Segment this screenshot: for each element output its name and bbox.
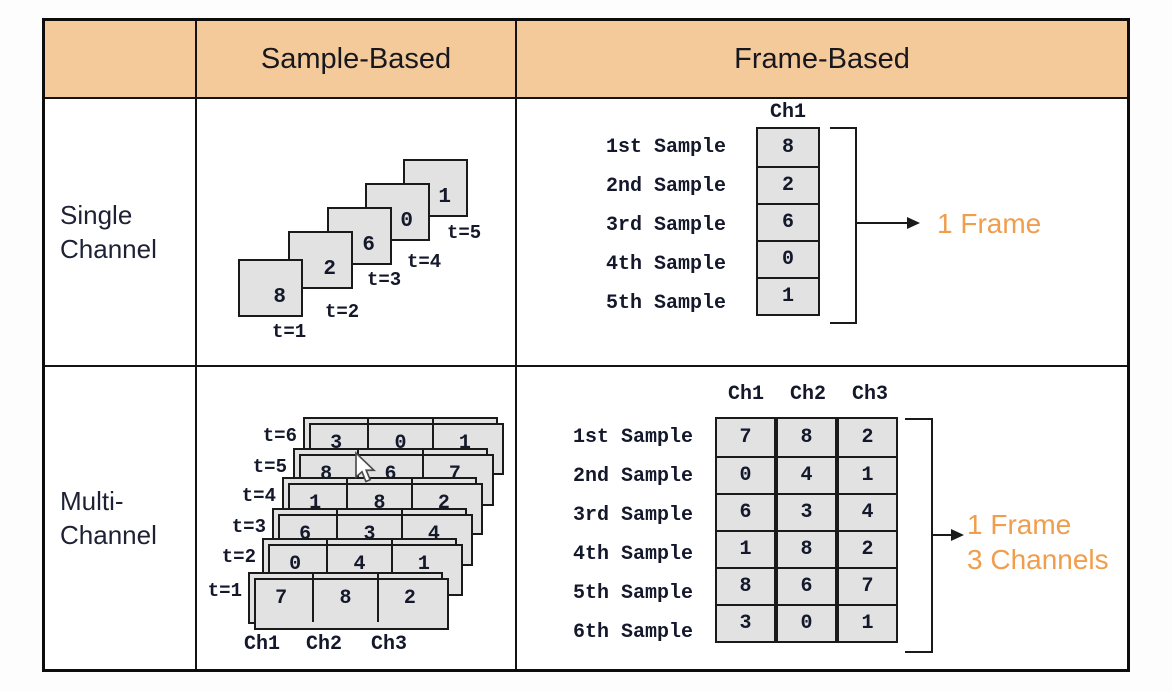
sample-value: 4 — [353, 553, 366, 576]
annotation-line2: 3 Channels — [967, 544, 1109, 575]
channel-header-ch1: Ch1 — [727, 383, 764, 406]
sample-value: 7 — [275, 587, 288, 610]
frame-cell: 1 — [839, 604, 896, 641]
time-label: t=4 — [407, 251, 442, 273]
frame-arrow-head-icon — [907, 217, 920, 229]
sample-row-label: 1st Sample — [572, 426, 693, 449]
header-empty-cell — [45, 21, 197, 99]
frame-based-title: Frame-Based — [734, 42, 910, 75]
channel-label-ch3: Ch3 — [370, 633, 407, 656]
time-label: t=2 — [325, 301, 360, 323]
sample-row-label: 3rd Sample — [605, 214, 726, 237]
frame-cell: 0 — [717, 456, 774, 493]
mouse-cursor-icon — [355, 451, 377, 483]
time-label: t=5 — [447, 222, 482, 244]
frame-annotation: 1 Frame 3 Channels — [967, 507, 1109, 577]
sample-row-label: 5th Sample — [572, 582, 693, 605]
sample-value: 2 — [323, 258, 336, 281]
frame-cell: 2 — [839, 419, 896, 456]
sample-row-label: 2nd Sample — [572, 465, 693, 488]
time-label: t=4 — [241, 485, 276, 507]
sample-row-label: 6th Sample — [572, 621, 693, 644]
sample-row-label: 2nd Sample — [605, 175, 726, 198]
sample-square-t1: 8 — [238, 259, 303, 317]
frame-bracket — [905, 418, 933, 653]
frame-cell: 1 — [717, 530, 774, 567]
frame-cell: 3 — [778, 493, 835, 530]
sample-row-label: 3rd Sample — [572, 504, 693, 527]
frame-column-ch2: 8 4 3 8 6 0 — [776, 417, 837, 643]
frame-cell: 7 — [839, 567, 896, 604]
frame-cell: 2 — [839, 530, 896, 567]
frame-cell: 6 — [758, 203, 818, 240]
sample-value: 1 — [438, 186, 451, 209]
frame-arrow — [933, 534, 953, 536]
sample-row-label: 4th Sample — [605, 253, 726, 276]
frame-cell: 1 — [839, 456, 896, 493]
channel-header-ch1: Ch1 — [769, 101, 806, 124]
row-label-multi-channel: Multi- Channel — [45, 367, 197, 669]
annotation-line1: 1 Frame — [967, 509, 1072, 540]
frame-cell: 4 — [778, 456, 835, 493]
frame-column-ch3: 2 1 4 2 7 1 — [837, 417, 898, 643]
single-channel-frame-based-cell: Ch1 8 2 6 0 1 1st Sample 2nd Sample 3rd … — [517, 99, 1127, 367]
sample-based-title: Sample-Based — [260, 42, 452, 75]
frame-arrow — [857, 222, 909, 224]
frame-cell: 8 — [778, 530, 835, 567]
frame-cell: 3 — [717, 604, 774, 641]
sample-value: 8 — [339, 587, 352, 610]
sample-value: 2 — [403, 587, 416, 610]
sample-value: 1 — [417, 553, 430, 576]
multi-label-line2: Channel — [60, 520, 157, 550]
frame-arrow-head-icon — [951, 529, 964, 541]
time-label: t=1 — [272, 321, 307, 343]
channel-label-ch1: Ch1 — [243, 633, 280, 656]
time-label: t=5 — [252, 456, 287, 478]
frame-cell: 8 — [758, 129, 818, 166]
single-channel-sample-based-cell: 1 0 6 2 8 t=1 t=2 t=3 t=4 t=5 — [197, 99, 517, 367]
comparison-table: Sample-Based Frame-Based Single Channel … — [42, 18, 1130, 672]
single-label-line2: Channel — [60, 234, 157, 264]
frame-cell: 8 — [717, 567, 774, 604]
frame-cell: 1 — [758, 277, 818, 314]
sample-row-label: 1st Sample — [605, 136, 726, 159]
sample-value: 6 — [362, 234, 375, 257]
header-sample-based: Sample-Based — [197, 21, 517, 99]
frame-cell: 6 — [717, 493, 774, 530]
frame-cell: 4 — [839, 493, 896, 530]
frame-cell: 8 — [778, 419, 835, 456]
time-label: t=3 — [231, 516, 266, 538]
channel-header-ch2: Ch2 — [789, 383, 826, 406]
sample-value: 0 — [400, 210, 413, 233]
frame-column: 8 2 6 0 1 — [756, 127, 820, 316]
sample-row-label: 4th Sample — [572, 543, 693, 566]
frame-bracket — [830, 127, 857, 324]
row-label-single-channel: Single Channel — [45, 99, 197, 367]
channel-label-ch2: Ch2 — [305, 633, 342, 656]
header-frame-based: Frame-Based — [517, 21, 1127, 99]
time-label: t=6 — [262, 425, 297, 447]
frame-cell: 2 — [758, 166, 818, 203]
frame-cell: 0 — [758, 240, 818, 277]
frame-column-ch1: 7 0 6 1 8 3 — [715, 417, 776, 643]
time-label: t=3 — [367, 269, 402, 291]
sample-value: 0 — [289, 553, 302, 576]
channel-header-ch3: Ch3 — [851, 383, 888, 406]
frame-cell: 6 — [778, 567, 835, 604]
single-label-line1: Single — [60, 200, 133, 230]
sample-row-t1: 7 8 2 — [248, 572, 449, 630]
frame-cell: 7 — [717, 419, 774, 456]
time-label: t=2 — [221, 546, 256, 568]
time-label: t=1 — [207, 580, 242, 602]
multi-channel-sample-based-cell: 3 0 1 8 6 7 1 8 2 6 3 4 0 4 1 — [197, 367, 517, 669]
frame-annotation: 1 Frame — [937, 208, 1042, 239]
multi-label-line1: Multi- — [60, 486, 124, 516]
frame-cell: 0 — [778, 604, 835, 641]
multi-channel-frame-based-cell: Ch1 Ch2 Ch3 7 0 6 1 8 3 8 4 3 8 6 0 2 1 — [517, 367, 1127, 669]
sample-value: 8 — [273, 286, 286, 309]
sample-row-label: 5th Sample — [605, 292, 726, 315]
